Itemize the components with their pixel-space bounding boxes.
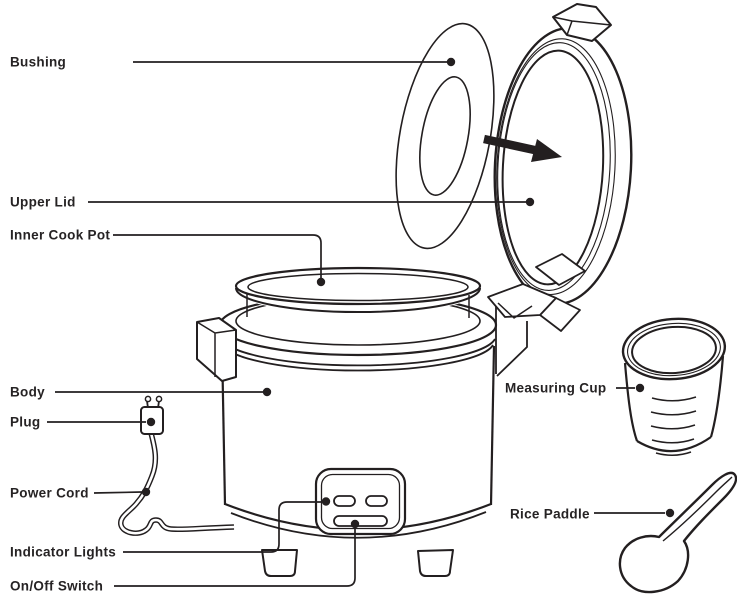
inner-pot-drawing [234,266,482,318]
leader-on-off-switch [114,529,356,587]
label-power-cord: Power Cord [10,485,89,501]
label-upper-lid: Upper Lid [10,194,76,210]
measuring-cup-drawing [621,317,727,456]
bushing-disc-drawing [395,22,495,250]
right-foot [417,549,454,577]
rice-paddle-drawing [618,471,737,594]
body-drawing [196,293,498,577]
leader-lines [47,61,665,587]
open-direction-arrow-icon [483,134,562,162]
label-body: Body [10,384,45,400]
leader-power-cord [93,491,143,494]
on-off-switch-shape [333,515,388,527]
left-foot [261,549,298,577]
indicator-light-left [333,495,356,507]
label-plug: Plug [10,414,41,430]
left-handle [196,317,237,382]
label-rice-paddle: Rice Paddle [510,506,590,522]
leader-dots [141,57,675,529]
leader-inner-cook-pot [113,234,322,278]
indicator-light-right [365,495,388,507]
label-on-off-switch: On/Off Switch [10,578,104,594]
hinge-drawing [487,253,586,377]
label-bushing: Bushing [10,54,67,70]
label-measuring-cup: Measuring Cup [505,380,607,396]
label-inner-cook-pot: Inner Cook Pot [10,227,111,243]
power-cord-drawing [118,432,235,536]
plug-drawing [140,395,164,435]
upper-lid-drawing [493,3,633,306]
label-indicator-lights: Indicator Lights [10,544,117,560]
leader-indicator-lights [123,501,321,553]
